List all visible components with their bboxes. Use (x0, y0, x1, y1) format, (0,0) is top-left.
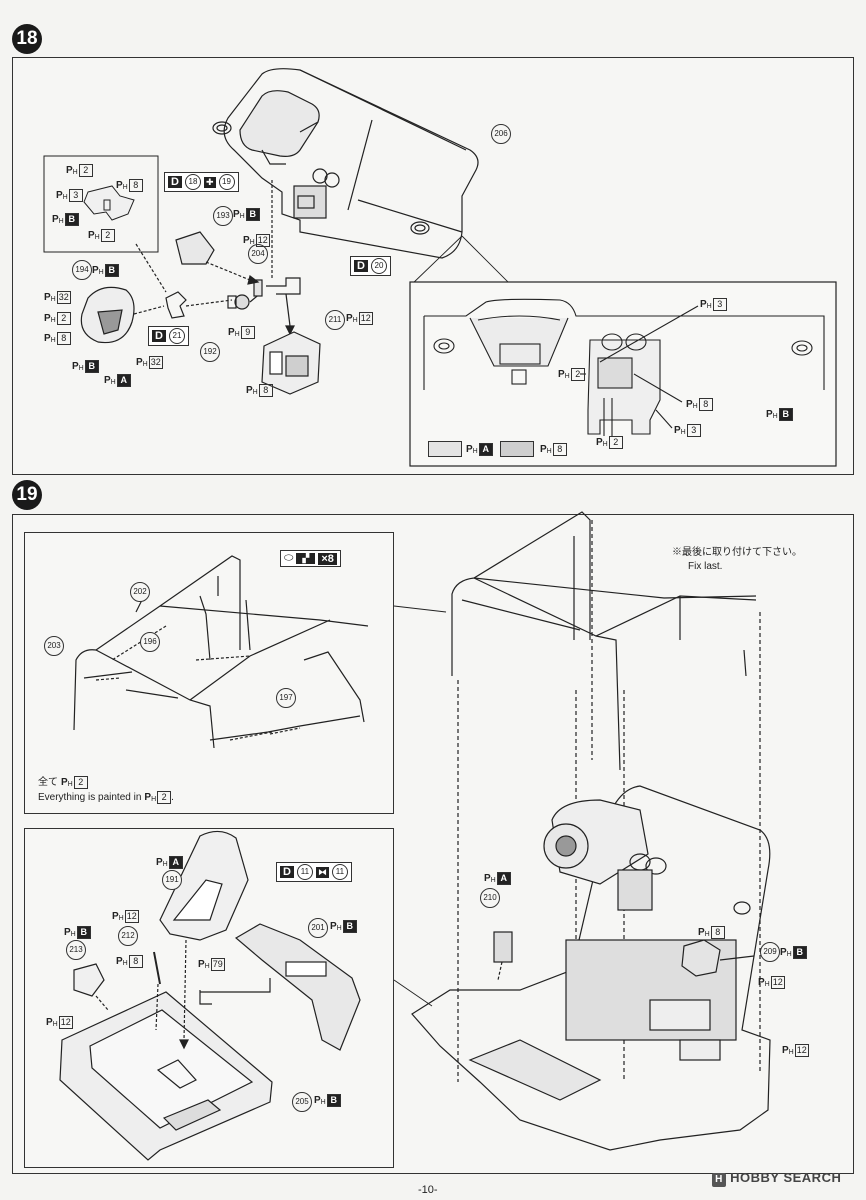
part-number-191: 191 (162, 870, 182, 890)
part-number-201: 201 (308, 918, 328, 938)
legend-swatch-8 (500, 441, 534, 457)
part-number-192: 192 (200, 342, 220, 362)
part-number-205: 205 (292, 1092, 312, 1112)
watermark: H HOBBY SEARCH (712, 1170, 841, 1187)
decal-tag-18-19: D 18 ✚ 19 (164, 172, 239, 192)
roll-cage-subframe (24, 532, 394, 814)
decal-tag-11: D 11 ⧓ 11 (276, 862, 352, 882)
decal-tag-20: D 20 (350, 256, 391, 276)
legend-swatch-a (428, 441, 462, 457)
part-number-204: 204 (248, 244, 268, 264)
part-number-197: 197 (276, 688, 296, 708)
decal-transfer-icon: ⧓ (315, 866, 329, 878)
tree-sprue-icon: ▞ (296, 553, 316, 564)
part-number-202: 202 (130, 582, 150, 602)
decal-tag-21: D 21 (148, 326, 189, 346)
step-number-19: 19 (12, 480, 42, 510)
part-number-193: 193 (213, 206, 233, 226)
dashboard-drawing (43, 68, 837, 467)
decal-transfer-icon: ✚ (203, 176, 216, 188)
part-number-209: 209 (760, 942, 780, 962)
page-number: -10- (418, 1184, 438, 1196)
part-number-210: 210 (480, 888, 500, 908)
watermark-logo-icon: H (712, 1173, 726, 1187)
part-number-213: 213 (66, 940, 86, 960)
part-number-206: 206 (491, 124, 511, 144)
part-number-211: 211 (325, 310, 345, 330)
part-icon: ⬭ (284, 552, 294, 564)
part-number-203: 203 (44, 636, 64, 656)
step-number-18: 18 (12, 24, 42, 54)
part-number-194: 194 (72, 260, 92, 280)
part-number-212: 212 (118, 926, 138, 946)
cage-parts-tag: ⬭ ▞ ×8 (280, 550, 341, 567)
fix-last-note: ※最後に取り付けて下さい。 Fix last. (672, 547, 802, 572)
part-number-196: 196 (140, 632, 160, 652)
